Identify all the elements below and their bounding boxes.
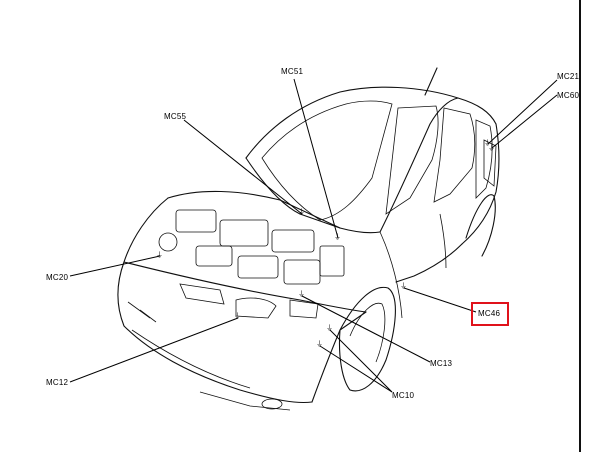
label-mc12: MC12 — [46, 378, 69, 387]
label-mc60: MC60 — [557, 91, 580, 100]
leader-mc51 — [293, 78, 339, 239]
ground-point-mc51: ⏚ — [334, 234, 341, 241]
label-mc51: MC51 — [281, 67, 304, 76]
label-mc10: MC10 — [392, 391, 415, 400]
leader-mc21 — [487, 79, 558, 145]
highlight-box-mc46 — [471, 302, 509, 326]
ground-point-mc13: ⏚ — [298, 291, 305, 298]
ground-point-mc10-b: ⏚ — [316, 341, 323, 348]
ground-point-mc55: ⏚ — [298, 209, 305, 216]
ground-point-mc21: ⏚ — [484, 140, 491, 147]
leader-mc46 — [403, 287, 477, 313]
leader-mc13 — [301, 295, 431, 363]
label-mc20: MC20 — [46, 273, 69, 282]
ground-point-mc46: ⏚ — [400, 283, 407, 290]
label-mc21: MC21 — [557, 72, 580, 81]
leader-mc10-b — [319, 345, 393, 393]
ground-point-mc10-a: ⏚ — [326, 325, 333, 332]
leader-mc20 — [69, 255, 161, 277]
ground-point-mc20: ⏚ — [156, 252, 163, 259]
label-mc55: MC55 — [164, 112, 187, 121]
leader-mc55 — [183, 119, 303, 215]
page-edge-line — [579, 0, 581, 452]
ground-point-mc60: ⏚ — [488, 145, 495, 152]
leader-mc10-a — [329, 329, 393, 393]
ground-point-mc12: ⏚ — [234, 313, 241, 320]
leader-mc12 — [69, 317, 239, 383]
label-mc13: MC13 — [430, 359, 453, 368]
label-mc46: MC46 — [478, 309, 501, 318]
leader-mc60 — [491, 94, 558, 149]
